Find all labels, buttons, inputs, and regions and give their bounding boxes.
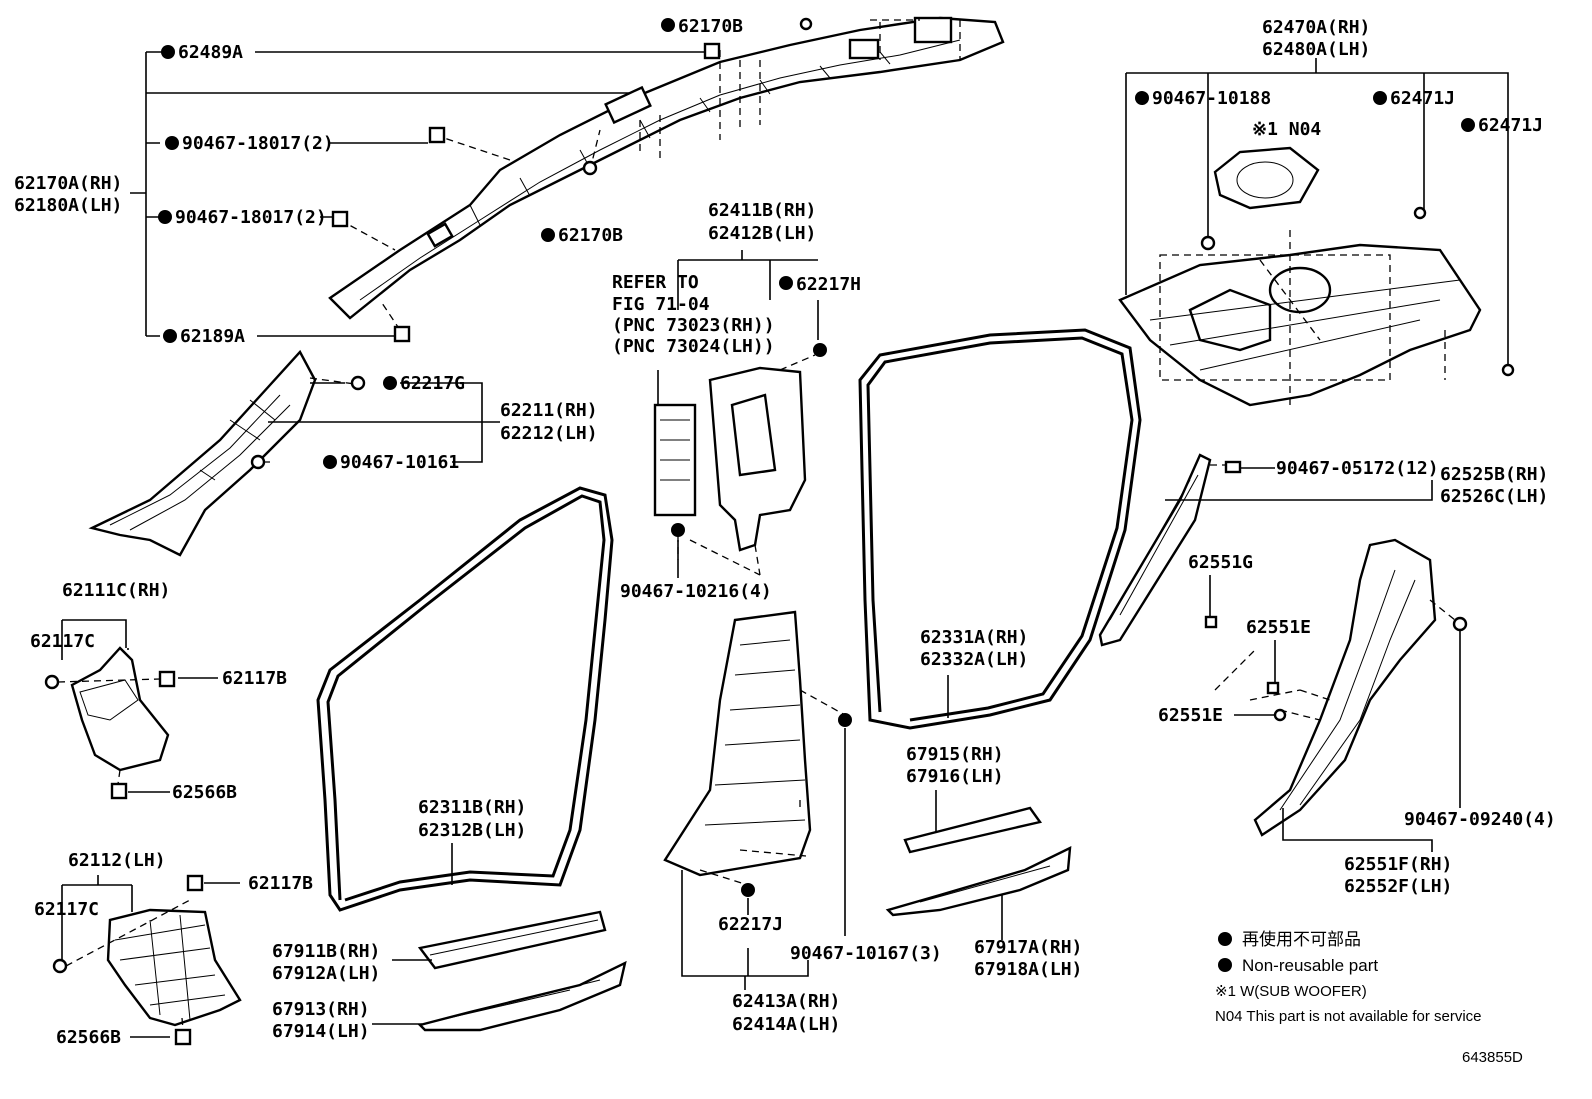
curtain-airbag-group — [130, 16, 1005, 343]
label-62180a-lh: 62180A(LH) — [14, 195, 122, 216]
label-90467-05172: 90467-05172(12) — [1276, 458, 1439, 479]
label-62566b-b: 62566B — [56, 1027, 121, 1048]
label-refer-2: FIG 71-04 — [612, 294, 710, 315]
cowl-side-trim-rh — [44, 619, 218, 800]
label-67917a-rh: 67917A(RH) — [974, 937, 1082, 958]
label-62470a-rh: 62470A(RH) — [1262, 17, 1370, 38]
center-pillar-lower-garnish — [663, 610, 852, 990]
figure-id: 643855D — [1462, 1049, 1523, 1066]
quarter-trim-lower — [1204, 538, 1468, 852]
label-62217g: 62217G — [400, 373, 465, 394]
legend: 再使用不可部品 Non-reusable part ※1 W(SUB WOOFE… — [1215, 929, 1523, 1066]
label-62525b-rh: 62525B(RH) — [1440, 464, 1548, 485]
label-67912a-lh: 67912A(LH) — [272, 963, 380, 984]
label-62312b-lh: 62312B(LH) — [418, 820, 526, 841]
label-62551f-rh: 62551F(RH) — [1344, 854, 1452, 875]
label-62489a: 62489A — [178, 42, 243, 63]
label-62332a-lh: 62332A(LH) — [920, 649, 1028, 670]
label-refer-4: (PNC 73024(LH)) — [612, 336, 775, 357]
label-62170b-top: 62170B — [678, 16, 743, 37]
label-62526c-lh: 62526C(LH) — [1440, 486, 1548, 507]
label-62566b-a: 62566B — [172, 782, 237, 803]
label-62170b-mid: 62170B — [558, 225, 623, 246]
legend-line-2: Non-reusable part — [1242, 956, 1378, 975]
non-reusable-markers — [158, 18, 1475, 972]
label-62170a-rh: 62170A(RH) — [14, 173, 122, 194]
roof-side-inner-garnish — [1118, 58, 1515, 410]
legend-line-4: N04 This part is not available for servi… — [1215, 1008, 1482, 1025]
rear-scuff-plates — [885, 790, 1072, 940]
label-62217h: 62217H — [796, 274, 861, 295]
label-62413a-rh: 62413A(RH) — [732, 991, 840, 1012]
label-62551e-a: 62551E — [1246, 617, 1311, 638]
front-pillar-garnish — [88, 349, 500, 557]
label-62331a-rh: 62331A(RH) — [920, 627, 1028, 648]
label-67911b-rh: 67911B(RH) — [272, 941, 380, 962]
label-62551g: 62551G — [1188, 552, 1253, 573]
label-62111c-rh: 62111C(RH) — [62, 580, 170, 601]
label-refer-3: (PNC 73023(RH)) — [612, 315, 775, 336]
label-62117b-a: 62117B — [222, 668, 287, 689]
label-62217j: 62217J — [718, 914, 783, 935]
label-refer-1: REFER TO — [612, 272, 699, 293]
label-62211-rh: 62211(RH) — [500, 400, 598, 421]
legend-line-3: ※1 W(SUB WOOFER) — [1215, 983, 1367, 1000]
rear-door-weatherstrip — [858, 328, 1142, 730]
label-90467-10161: 90467-10161 — [340, 452, 459, 473]
label-67914-lh: 67914(LH) — [272, 1021, 370, 1042]
label-90467-18017-b: 90467-18017(2) — [175, 207, 327, 228]
label-62471j-b: 62471J — [1478, 115, 1543, 136]
front-scuff-plates — [372, 910, 627, 1032]
label-90467-18017-a: 90467-18017(2) — [182, 133, 334, 154]
part-number-labels: 62170B 62489A 90467-18017(2) 62170A(RH) … — [14, 16, 1556, 1048]
label-90467-10167: 90467-10167(3) — [790, 943, 942, 964]
front-door-weatherstrip — [316, 486, 614, 912]
label-62480a-lh: 62480A(LH) — [1262, 39, 1370, 60]
label-62551e-b: 62551E — [1158, 705, 1223, 726]
center-pillar-upper-garnish — [653, 250, 827, 578]
label-62311b-rh: 62311B(RH) — [418, 797, 526, 818]
label-n04-mark: ※1 N04 — [1252, 119, 1321, 140]
label-67916-lh: 67916(LH) — [906, 766, 1004, 787]
label-62414a-lh: 62414A(LH) — [732, 1014, 840, 1035]
label-62112-lh: 62112(LH) — [68, 850, 166, 871]
label-67913-rh: 67913(RH) — [272, 999, 370, 1020]
label-62552f-lh: 62552F(LH) — [1344, 876, 1452, 897]
label-67915-rh: 67915(RH) — [906, 744, 1004, 765]
label-62212-lh: 62212(LH) — [500, 423, 598, 444]
legend-line-1: 再使用不可部品 — [1242, 929, 1361, 949]
label-62411b-rh: 62411B(RH) — [708, 200, 816, 221]
cowl-side-trim-lh — [52, 874, 242, 1046]
label-62189a: 62189A — [180, 326, 245, 347]
label-90467-09240: 90467-09240(4) — [1404, 809, 1556, 830]
label-62412b-lh: 62412B(LH) — [708, 223, 816, 244]
label-67918a-lh: 67918A(LH) — [974, 959, 1082, 980]
label-62117b-b: 62117B — [248, 873, 313, 894]
label-90467-10188: 90467-10188 — [1152, 88, 1271, 109]
back-door-side-garnish — [1098, 453, 1433, 647]
label-62471j-a: 62471J — [1390, 88, 1455, 109]
label-62117c-a: 62117C — [30, 631, 95, 652]
label-90467-10216: 90467-10216(4) — [620, 581, 772, 602]
label-62117c-b: 62117C — [34, 899, 99, 920]
